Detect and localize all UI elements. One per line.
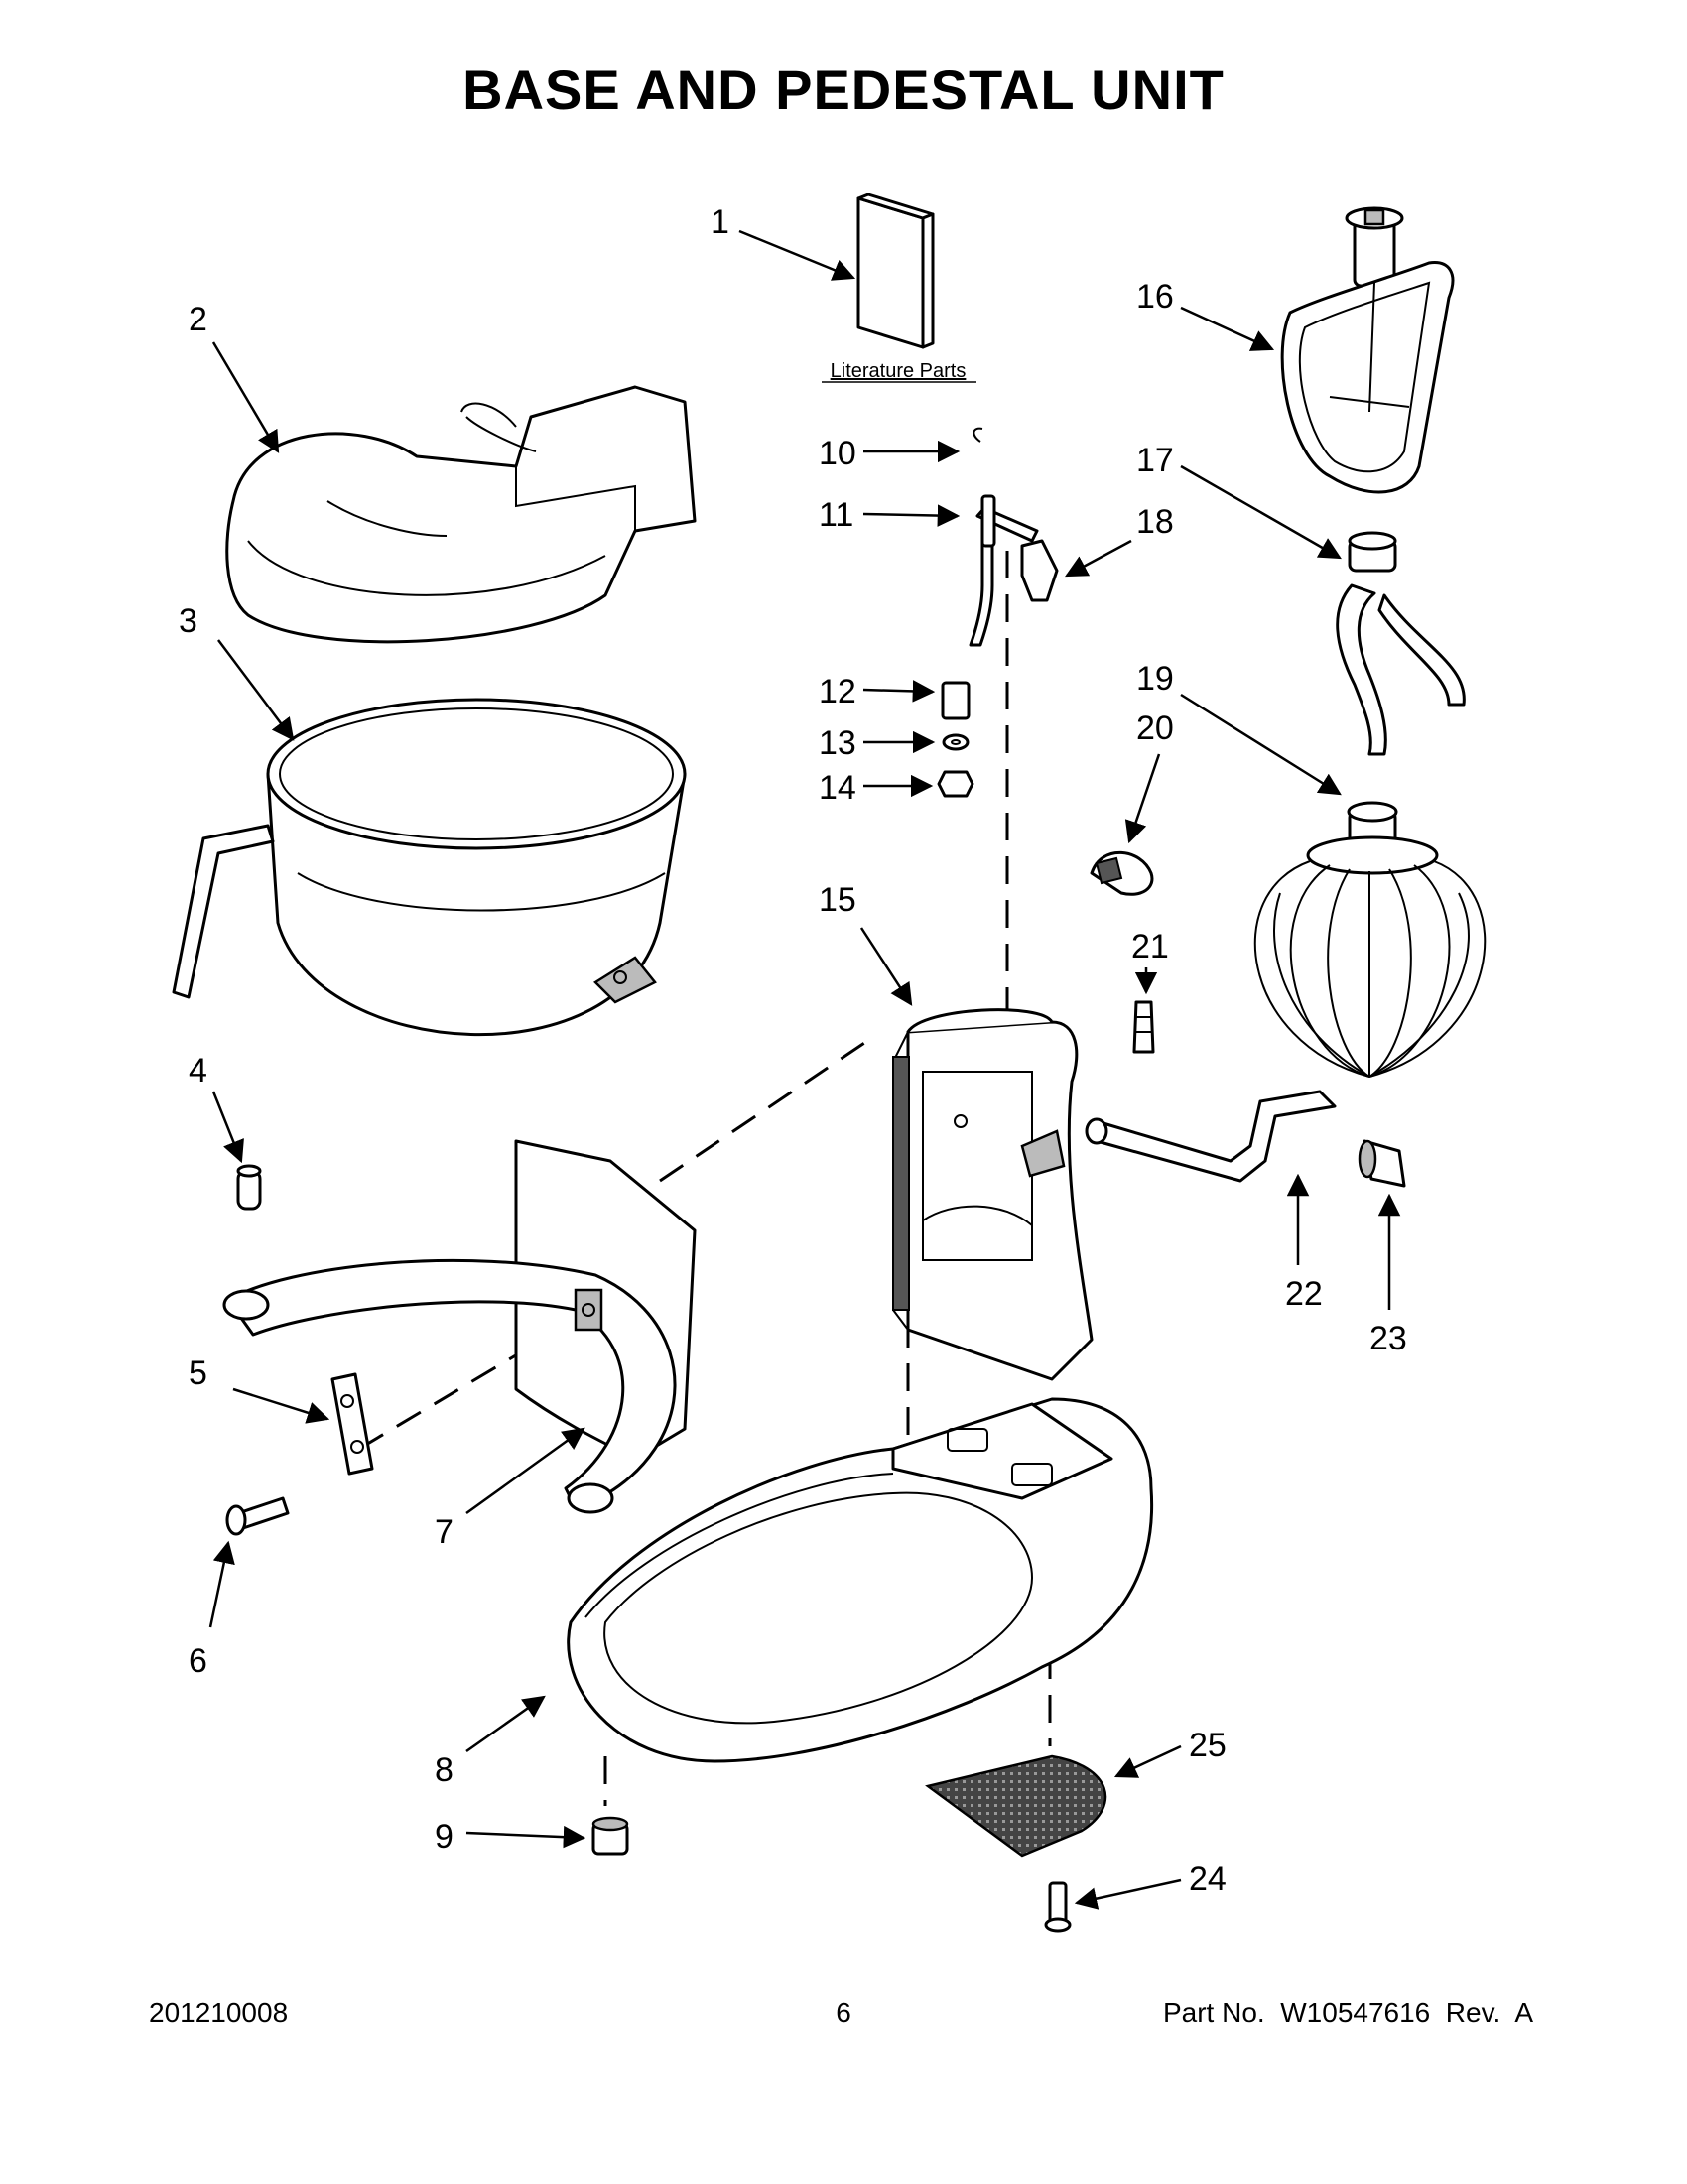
flat-beater — [1280, 206, 1455, 494]
assembly-line-bowl-arm — [659, 1035, 874, 1183]
callout-24: 24 — [1189, 1861, 1227, 1898]
callout-3: 3 — [179, 602, 197, 640]
callout-21: 21 — [1131, 928, 1169, 965]
pedestal — [892, 1008, 1094, 1381]
leader-lines — [208, 229, 1401, 1910]
clip — [330, 1372, 374, 1476]
callout-15: 15 — [819, 881, 856, 919]
leader-19 — [1180, 693, 1342, 796]
callout-23: 23 — [1369, 1320, 1407, 1357]
leader-16 — [1180, 306, 1275, 351]
leader-3 — [217, 639, 295, 741]
leader-18 — [1065, 539, 1132, 578]
callout-4: 4 — [189, 1052, 207, 1090]
bowl-support-arm — [222, 1139, 697, 1514]
callout-14: 14 — [819, 769, 856, 807]
leader-6 — [208, 1540, 235, 1628]
callout-numbers: 1 2 3 4 5 6 7 8 9 10 11 12 13 14 15 16 1… — [179, 203, 1407, 1898]
callout-5: 5 — [189, 1354, 207, 1392]
callout-25: 25 — [1189, 1727, 1227, 1764]
pouring-shield — [225, 385, 697, 644]
callout-22: 22 — [1285, 1275, 1323, 1313]
callout-17: 17 — [1136, 442, 1174, 479]
footer-page-number: 6 — [836, 1997, 851, 2028]
leader-12 — [862, 680, 936, 703]
leader-1 — [738, 229, 856, 281]
screw-clip — [225, 1496, 290, 1536]
callout-10: 10 — [819, 435, 856, 472]
callout-16: 16 — [1136, 278, 1174, 316]
rubber-foot — [591, 1816, 629, 1856]
washer — [942, 733, 970, 751]
screw-crank — [1132, 1000, 1155, 1054]
dough-hook — [1336, 531, 1466, 756]
leader-4 — [211, 1091, 244, 1164]
callout-2: 2 — [189, 301, 207, 338]
spring — [941, 681, 971, 720]
callout-11: 11 — [819, 496, 853, 534]
callout-12: 12 — [819, 673, 856, 710]
footer-document-code: 201210008 — [149, 1997, 289, 2028]
callout-18: 18 — [1136, 503, 1174, 541]
page-title: BASE AND PEDESTAL UNIT — [462, 59, 1225, 121]
locating-pin — [236, 1164, 262, 1211]
leader-2 — [211, 341, 280, 453]
footer-part-number: Part No. W10547616 Rev. A — [1162, 1997, 1533, 2028]
crank-rod — [1085, 1090, 1337, 1183]
callout-20: 20 — [1136, 709, 1174, 747]
callout-8: 8 — [435, 1751, 454, 1789]
wire-whip — [1253, 801, 1487, 1078]
foot-pad — [925, 1754, 1107, 1858]
leader-5 — [232, 1387, 330, 1424]
leader-9 — [465, 1825, 586, 1849]
callout-9: 9 — [435, 1818, 454, 1856]
leader-8 — [465, 1695, 546, 1753]
nut — [937, 770, 974, 798]
crank-cap — [1358, 1139, 1406, 1188]
lift-lever-assembly — [969, 427, 1059, 647]
leader-11 — [862, 504, 961, 527]
literature-label: Literature Parts — [831, 360, 967, 382]
leader-24 — [1074, 1878, 1182, 1910]
mixing-bowl — [172, 698, 687, 1037]
callout-13: 13 — [819, 724, 856, 762]
callout-19: 19 — [1136, 660, 1174, 698]
literature-part — [856, 193, 935, 349]
callout-1: 1 — [711, 203, 729, 241]
leader-25 — [1113, 1744, 1182, 1778]
callout-7: 7 — [435, 1513, 454, 1551]
callout-6: 6 — [189, 1642, 207, 1680]
leader-20 — [1124, 753, 1161, 844]
lever-knob — [1090, 850, 1154, 896]
base — [567, 1397, 1154, 1763]
leader-15 — [859, 927, 913, 1006]
leader-7 — [465, 1427, 585, 1515]
screw-foot-pad — [1044, 1881, 1072, 1933]
leader-17 — [1180, 464, 1342, 560]
